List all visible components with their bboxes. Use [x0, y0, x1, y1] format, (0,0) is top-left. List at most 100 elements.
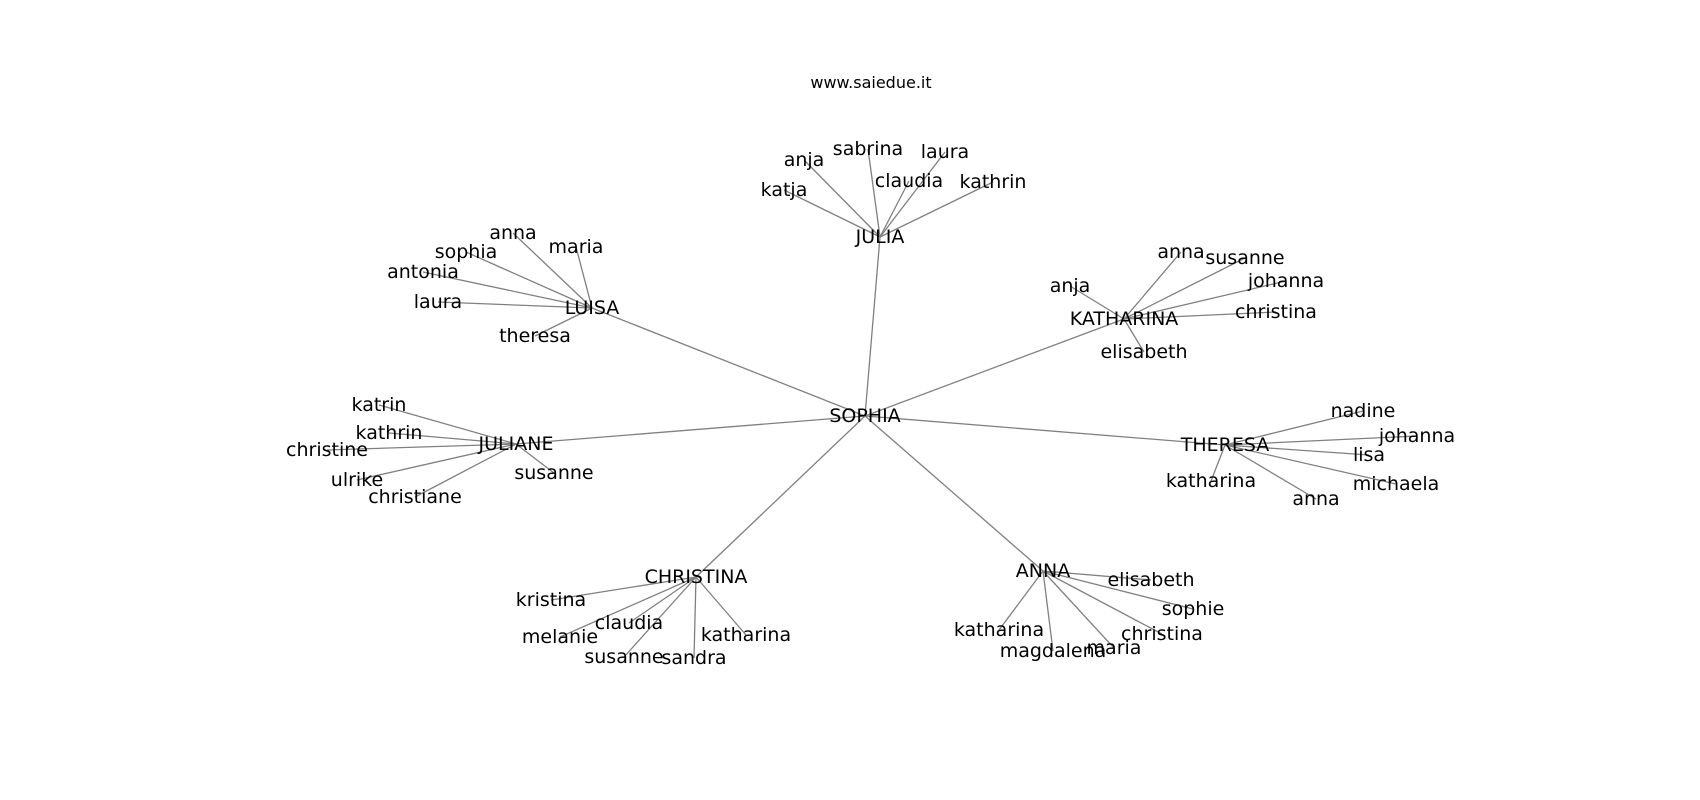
leaf-node-label: sophia: [435, 241, 498, 263]
leaf-node-label: magdalena: [1000, 640, 1107, 662]
edge-hub-to-leaf: [422, 271, 593, 309]
edge-hub-to-leaf: [695, 576, 747, 636]
edge-hub-to-leaf: [512, 232, 593, 309]
edge-hub-to-leaf: [1069, 285, 1125, 320]
hub-node-label: THERESA: [1180, 434, 1270, 456]
leaf-node-label: theresa: [499, 325, 571, 347]
leaf-node-label: michaela: [1353, 473, 1440, 495]
leaf-node-label: susanne: [584, 646, 663, 668]
leaf-node-label: christine: [286, 439, 368, 461]
edges-layer: [326, 148, 1418, 659]
leaf-node-label: susanne: [1205, 247, 1284, 269]
leaf-node-label: christina: [1121, 623, 1203, 645]
edge-hub-to-leaf: [575, 246, 593, 309]
leaf-node-label: anna: [1157, 241, 1204, 263]
edge-hub-to-leaf: [783, 189, 881, 238]
labels-layer: SOPHIA JULIA anja sabrina laura claudia katja k…: [286, 138, 1455, 669]
hub-node-label: JULIA: [855, 226, 905, 248]
edge-hub-to-leaf: [515, 443, 555, 474]
leaf-node-label: anja: [784, 149, 825, 171]
edge-root-to-hub: [864, 236, 881, 417]
edge-root-to-hub: [864, 318, 1125, 417]
leaf-node-label: katrin: [352, 394, 407, 416]
hub-node-label: ANNA: [1016, 560, 1070, 582]
leaf-node-label: kathrin: [356, 422, 423, 444]
edge-hub-to-leaf: [414, 443, 517, 498]
leaf-node-label: katharina: [1166, 470, 1256, 492]
edge-hub-to-leaf: [998, 570, 1044, 631]
leaf-node-label: katharina: [954, 619, 1044, 641]
edge-hub-to-leaf: [1042, 570, 1163, 635]
leaf-node-label: claudia: [875, 170, 943, 192]
edge-hub-to-leaf: [628, 576, 697, 624]
edge-hub-to-leaf: [465, 251, 593, 309]
hub-node-label: KATHARINA: [1070, 308, 1179, 330]
leaf-node-label: katja: [761, 179, 808, 201]
edge-hub-to-leaf: [378, 404, 517, 445]
edge-root-to-hub: [695, 415, 866, 578]
leaf-node-label: ulrike: [331, 469, 383, 491]
edge-hub-to-leaf: [879, 180, 910, 238]
leaf-node-label: nadine: [1331, 400, 1396, 422]
leaf-node-label: melanie: [522, 626, 598, 648]
leaf-node-label: johanna: [1378, 425, 1455, 447]
edge-hub-to-leaf: [1123, 251, 1182, 320]
leaf-node-label: antonia: [387, 261, 459, 283]
leaf-node-label: sabrina: [833, 138, 903, 160]
edge-root-to-hub: [864, 415, 1226, 446]
leaf-node-label: sophie: [1162, 598, 1225, 620]
edge-hub-to-leaf: [388, 432, 517, 445]
site-title: www.saiedue.it: [810, 73, 931, 92]
edge-hub-to-leaf: [559, 576, 697, 638]
leaf-node-label: katharina: [701, 624, 791, 646]
edge-hub-to-leaf: [867, 148, 881, 238]
edge-hub-to-leaf: [1224, 444, 1370, 456]
root-node-label: SOPHIA: [829, 405, 900, 427]
edge-hub-to-leaf: [879, 151, 946, 238]
leaf-node-label: christina: [1235, 301, 1317, 323]
edge-hub-to-leaf: [1224, 435, 1418, 446]
edge-hub-to-leaf: [1042, 570, 1152, 581]
edge-root-to-hub: [864, 415, 1044, 572]
edge-hub-to-leaf: [326, 443, 517, 451]
edge-hub-to-leaf: [1210, 444, 1226, 482]
leaf-node-label: maria: [549, 236, 604, 258]
leaf-node-label: lisa: [1353, 444, 1385, 466]
edge-hub-to-leaf: [1042, 570, 1115, 649]
leaf-node-label: maria: [1087, 637, 1142, 659]
leaf-node-label: susanne: [514, 462, 593, 484]
edge-hub-to-leaf: [1224, 444, 1397, 485]
leaf-node-label: laura: [414, 291, 462, 313]
leaf-node-label: claudia: [595, 612, 663, 634]
leaf-node-label: johanna: [1247, 270, 1324, 292]
leaf-node-label: anna: [489, 222, 536, 244]
edge-hub-to-leaf: [534, 307, 593, 337]
edge-hub-to-leaf: [1123, 318, 1145, 353]
edge-hub-to-leaf: [356, 443, 517, 481]
leaf-node-label: christiane: [368, 486, 462, 508]
leaf-node-label: anna: [1292, 488, 1339, 510]
edge-hub-to-leaf: [803, 159, 881, 238]
leaf-node-label: anja: [1050, 275, 1091, 297]
hub-node-label: LUISA: [565, 297, 620, 319]
edge-hub-to-leaf: [879, 181, 994, 238]
leaf-node-label: kathrin: [960, 171, 1027, 193]
edge-root-to-hub: [591, 307, 866, 417]
edge-hub-to-leaf: [1123, 280, 1287, 320]
edge-hub-to-leaf: [1123, 311, 1277, 320]
hub-node-label: JULIANE: [478, 433, 554, 455]
edge-hub-to-leaf: [1224, 410, 1364, 446]
leaf-node-label: kristina: [516, 589, 586, 611]
leaf-node-label: sandra: [661, 647, 726, 669]
leaf-node-label: laura: [921, 141, 969, 163]
edge-hub-to-leaf: [437, 301, 593, 309]
edge-hub-to-leaf: [1123, 257, 1246, 320]
edge-hub-to-leaf: [1042, 570, 1054, 652]
edge-root-to-hub: [515, 415, 866, 445]
edge-hub-to-leaf: [1042, 570, 1194, 610]
leaf-node-label: elisabeth: [1100, 341, 1187, 363]
hub-node-label: CHRISTINA: [645, 566, 748, 588]
leaf-node-label: elisabeth: [1107, 569, 1194, 591]
edge-hub-to-leaf: [550, 576, 697, 601]
